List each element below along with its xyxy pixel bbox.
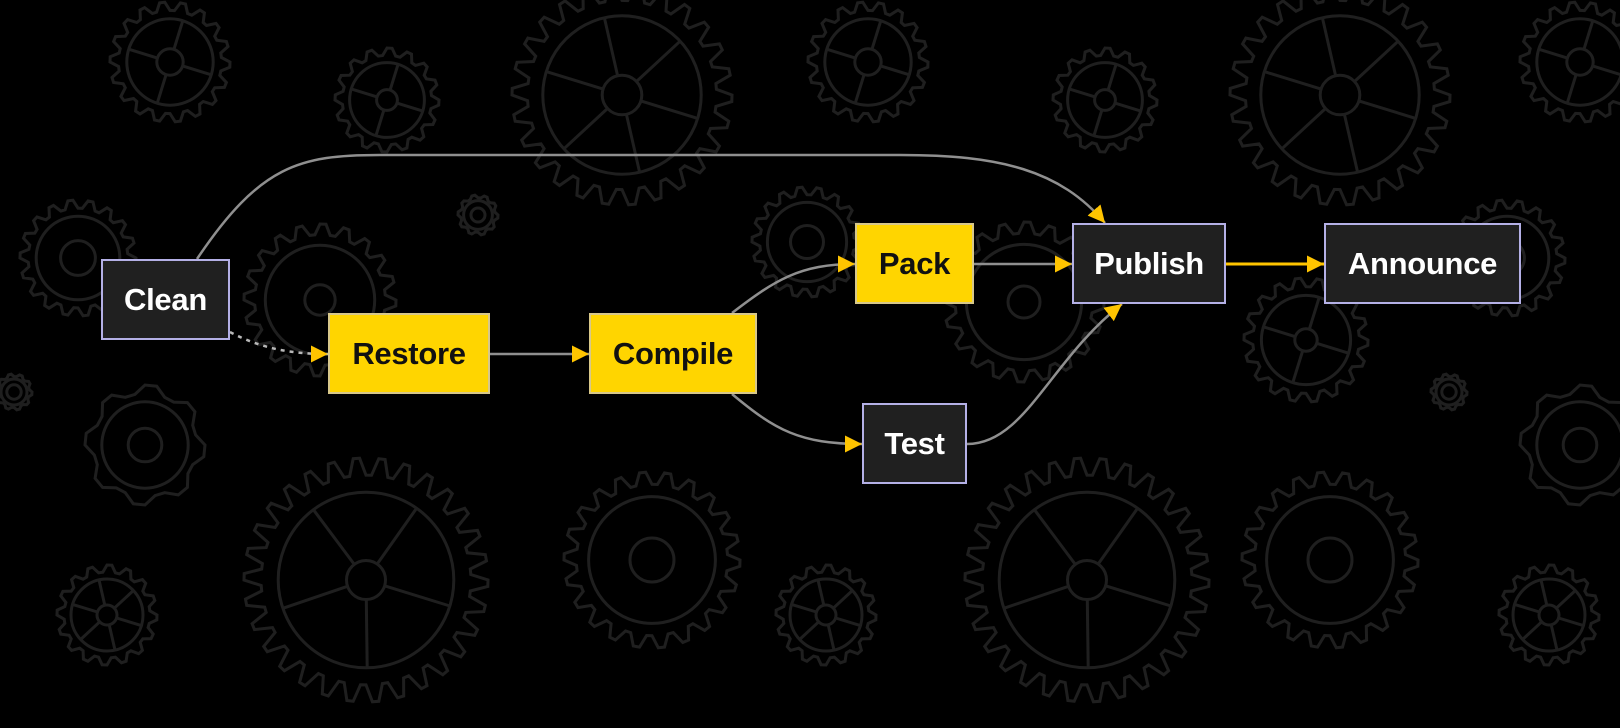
edge-test-to-publish	[967, 304, 1122, 444]
node-publish[interactable]: Publish	[1072, 223, 1226, 304]
node-clean[interactable]: Clean	[101, 259, 230, 340]
node-restore[interactable]: Restore	[328, 313, 490, 394]
node-test[interactable]: Test	[862, 403, 967, 484]
edge-clean-to-restore	[230, 332, 328, 354]
edge-compile-to-test	[732, 394, 862, 444]
edge-compile-to-pack	[732, 264, 855, 313]
node-compile[interactable]: Compile	[589, 313, 757, 394]
node-pack[interactable]: Pack	[855, 223, 974, 304]
node-announce[interactable]: Announce	[1324, 223, 1521, 304]
